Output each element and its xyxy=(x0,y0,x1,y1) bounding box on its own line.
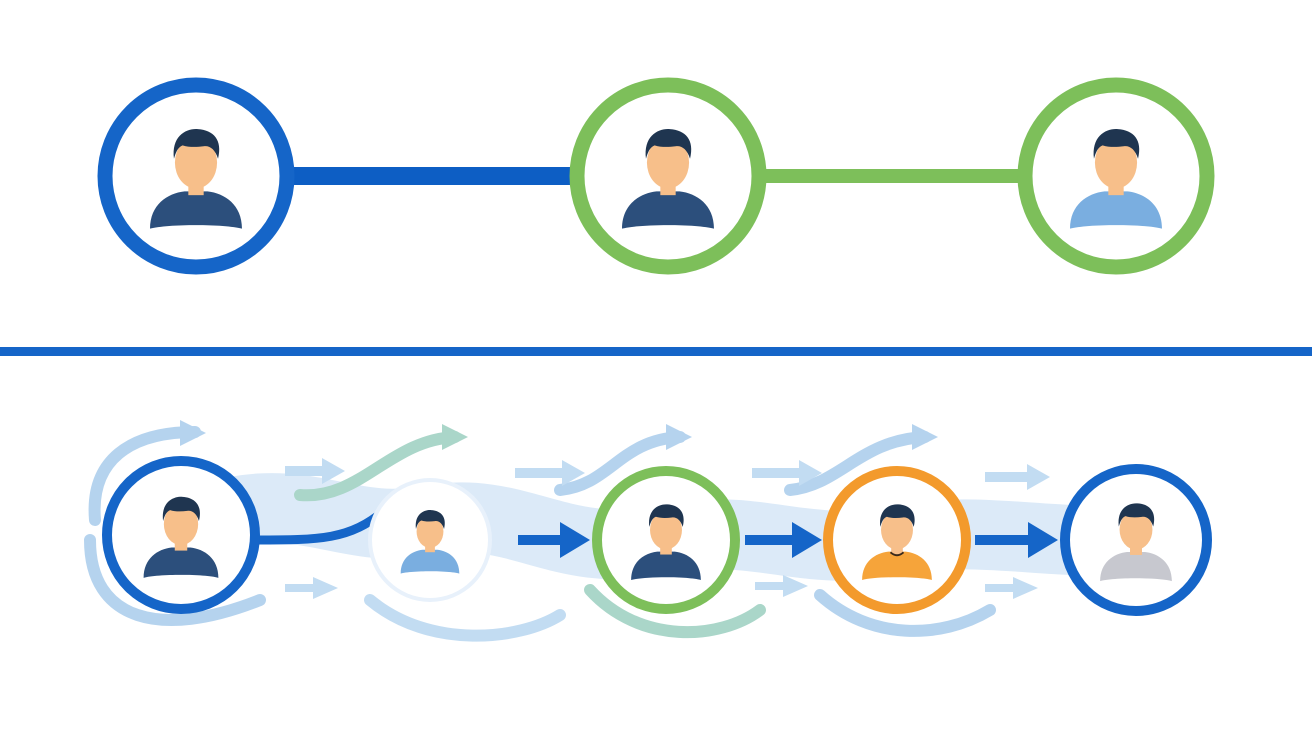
person-icon xyxy=(1100,503,1172,582)
top-node-0 xyxy=(97,77,295,275)
hair xyxy=(880,504,915,527)
bottom-node-0 xyxy=(102,456,260,614)
shirt xyxy=(631,551,701,580)
flow-curve-lower xyxy=(584,584,766,639)
flow-curve-lower xyxy=(364,594,566,642)
flow-curve-upper xyxy=(88,426,201,526)
bottom-node-1 xyxy=(372,482,488,598)
shirt xyxy=(400,549,460,574)
hair xyxy=(173,128,220,159)
person-icon xyxy=(622,128,714,229)
shirt xyxy=(862,551,932,580)
flow-curve-lower xyxy=(84,534,266,626)
person-icon xyxy=(150,128,242,229)
head xyxy=(163,503,199,546)
bottom-arrows xyxy=(518,522,1058,558)
flow-curve-upper xyxy=(784,431,931,496)
flow-curve-upper xyxy=(554,431,686,496)
flow-curve-lower xyxy=(814,589,996,637)
shirt xyxy=(622,191,714,229)
shirt xyxy=(1070,191,1162,229)
bottom-node-2 xyxy=(592,466,740,614)
section-divider xyxy=(0,347,1312,356)
head xyxy=(174,136,218,189)
flow-short-arrows xyxy=(285,458,1050,490)
head xyxy=(646,136,690,189)
bottom-node-4 xyxy=(1060,464,1212,616)
hair xyxy=(162,496,200,521)
person-icon xyxy=(1070,128,1162,229)
flow-curve-upper xyxy=(294,431,461,502)
shirt xyxy=(150,191,242,229)
head xyxy=(1119,509,1153,550)
person-icon xyxy=(631,504,701,580)
arrow-right-icon xyxy=(666,424,692,450)
top-node-1 xyxy=(569,77,767,275)
person-icon xyxy=(143,496,219,578)
hair xyxy=(649,504,684,527)
arrow-right-icon xyxy=(442,424,468,450)
hair xyxy=(415,510,445,530)
shirt xyxy=(143,547,219,578)
person-icon xyxy=(862,504,932,580)
hair xyxy=(645,128,692,159)
bottom-chain xyxy=(84,420,1212,642)
top-node-2 xyxy=(1017,77,1215,275)
arrow-right-icon xyxy=(180,420,206,446)
head xyxy=(881,510,913,550)
hair xyxy=(1093,128,1140,159)
person-icon xyxy=(400,510,460,574)
flow-short-arrows-lower xyxy=(285,575,1038,599)
hair xyxy=(1118,503,1155,527)
head xyxy=(650,510,682,550)
head xyxy=(416,514,444,548)
bottom-node-3 xyxy=(823,466,971,614)
top-chain xyxy=(97,77,1215,275)
head xyxy=(1094,136,1138,189)
arrow-right-icon xyxy=(912,424,938,450)
shirt xyxy=(1100,551,1172,582)
